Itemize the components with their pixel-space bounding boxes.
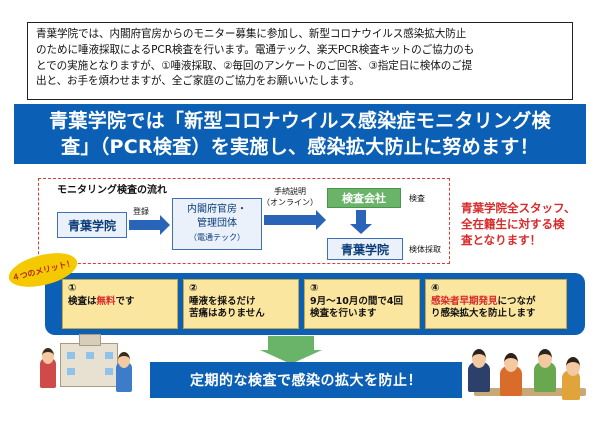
staff-note-line: 青葉学院全スタッフ、 [461, 201, 576, 215]
staff-note-line: 査となります！ [461, 233, 542, 247]
intro-line: 青葉学院では、内閣府官房からのモニター募集に参加し、新型コロナウイルス感染拡大防… [36, 28, 467, 40]
arrow-right-icon [129, 215, 170, 235]
intro-line: とでの実施となりますが、①唾液採取、②毎回のアンケートのご回答、③指定日に検体の… [36, 59, 473, 72]
explain-label: 手続説明 （オンライン） [262, 186, 318, 208]
merit-text: 唾液を採るだけ [189, 295, 256, 307]
headline-line: 青葉学院では「新型コロナウイルス感染症モニタリング検 [49, 110, 551, 132]
merit-number: ② [189, 283, 198, 294]
merit-card-4: ④ 感染者早期発見につなが り感染拡大を防止します [425, 279, 567, 329]
headline-line: 査」（PCR検査）を実施し、感染拡大防止に努めます！ [61, 136, 539, 158]
arrow-down-icon [350, 210, 372, 234]
merit-text: 検査は無料です [68, 295, 135, 307]
merit-card-2: ② 唾液を採るだけ 苦痛はありません [183, 279, 299, 329]
flow-school-box: 青葉学院 [57, 212, 127, 238]
merit-text: 9月～10月の間で4回 [310, 295, 403, 307]
inspect-label: 検査 [409, 194, 425, 203]
conclusion-banner: 定期的な検査で感染の拡大を防止！ [150, 362, 462, 398]
intro-line: 出と、お手を煩わせますが、全ご家庭のご協力をお願いいたします。 [36, 75, 360, 88]
merit-card-3: ③ 9月～10月の間で4回 検査を行います [304, 279, 420, 329]
explain-line: （オンライン） [262, 198, 318, 207]
student-illustration [500, 353, 522, 396]
merit-number: ③ [310, 283, 319, 294]
merit-text: 検査を行います [310, 308, 377, 319]
teacher-illustration [468, 349, 490, 392]
intro-notice: 青葉学院では、内閣府官房からのモニター募集に参加し、新型コロナウイルス感染拡大防… [27, 22, 573, 100]
desk-illustration [474, 388, 586, 396]
headline-banner: 青葉学院では「新型コロナウイルス感染症モニタリング検 査」（PCR検査）を実施し… [14, 104, 586, 164]
gov-line: 管理団体 [197, 218, 237, 229]
student-illustration [562, 357, 580, 400]
merit-card-1: ① 検査は無料です [62, 279, 178, 329]
merit-number: ① [68, 283, 77, 294]
gov-sub: （電通テック） [189, 233, 245, 242]
merit-text: 感染者早期発見につなが [431, 295, 536, 307]
flow-title: モニタリング検査の流れ [57, 185, 167, 196]
staff-note-line: 全在籍生に対する検 [461, 217, 565, 231]
staff-note: 青葉学院全スタッフ、 全在籍生に対する検 査となります！ [461, 200, 589, 248]
arrow-down-icon [260, 336, 322, 364]
student-illustration [534, 349, 556, 392]
intro-line: のために唾液採取によるPCR検査を行います。電通テック、楽天PCR検査キットのご… [36, 43, 475, 56]
merit-text: 苦痛はありません [189, 308, 265, 319]
merit-number: ④ [431, 283, 440, 294]
arrow-right-icon [264, 210, 326, 230]
school-building-illustration [60, 334, 118, 387]
student-illustration [40, 348, 56, 388]
gov-line: 内閣府官房・ [187, 204, 247, 215]
register-label: 登録 [133, 207, 149, 216]
student-illustration [116, 352, 132, 392]
flow-government-box: 内閣府官房・ 管理団体 （電通テック） [172, 198, 262, 250]
explain-line: 手続説明 [274, 187, 306, 196]
collect-label: 検体採取 [409, 245, 441, 254]
flow-diagram-frame [38, 178, 450, 264]
flow-lab-box: 検査会社 [327, 188, 401, 208]
merit-text: り感染拡大を防止します [431, 308, 536, 319]
flow-school-bottom-box: 青葉学院 [327, 238, 403, 260]
